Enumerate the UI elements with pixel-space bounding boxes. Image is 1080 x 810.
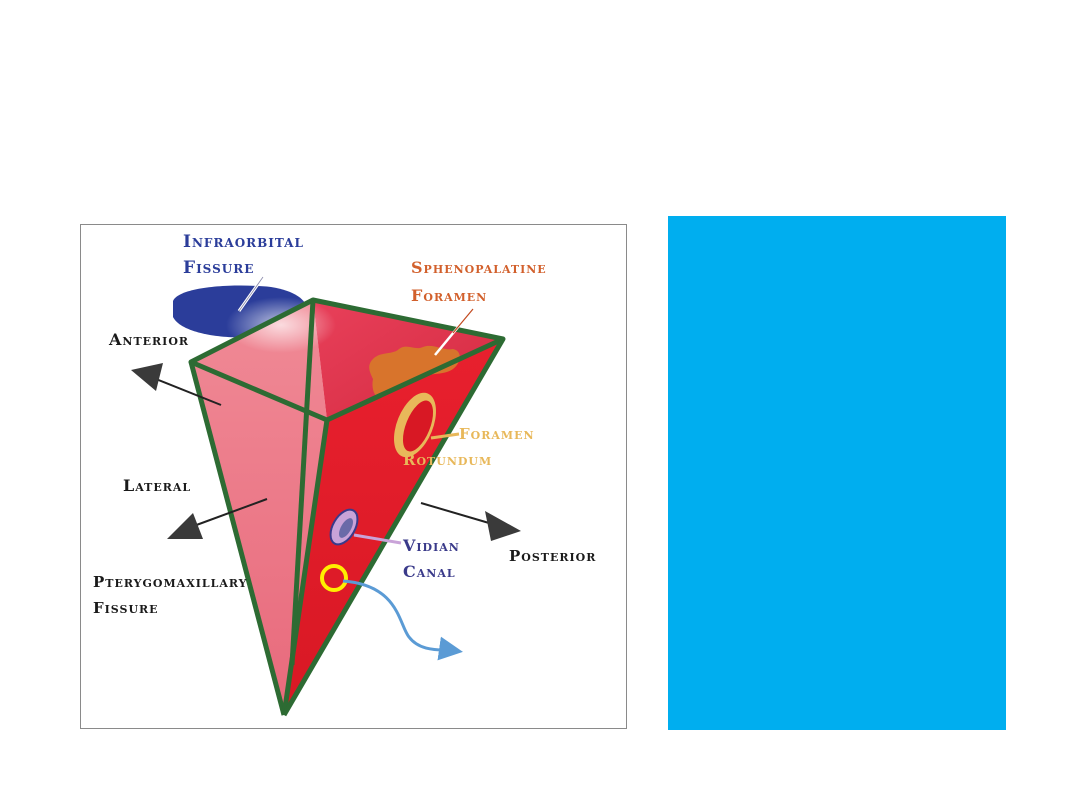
sphenopalatine-label-line1: Sphenopalatine [411,258,547,277]
fossa-diagram: Infraorbital Fissure Sphenopalatine Fora… [93,232,596,717]
pterygopalatine-fossa-figure: Infraorbital Fissure Sphenopalatine Fora… [80,224,627,729]
infraorbital-label-line1: Infraorbital [183,232,304,252]
infraorbital-label-line2: Fissure [183,258,254,278]
vidian-canal-label-line2: Canal [403,562,456,581]
foramen-rotundum-leader [430,432,460,440]
vidian-canal-label-line1: Vidian [402,536,460,555]
sphenopalatine-leader-accent [452,308,474,334]
sphenopalatine-label-line2: Foramen [411,286,487,305]
blue-text-panel [668,216,1006,730]
pterygomaxillary-label-line1: Pterygomaxillary [93,573,248,591]
pathway-arrow [342,579,463,661]
foramen-rotundum-label-line1: Foramen [459,425,535,443]
sphenopalatine-foramen-shape [369,345,460,398]
anterior-label: Anterior [108,330,189,349]
highlight-ring [320,564,348,592]
foramen-rotundum-label-line2: Rotundum [403,451,492,469]
lateral-arrow [167,498,268,539]
lateral-label: Lateral [123,476,191,495]
infraorbital-leader-outline [238,276,264,312]
anterior-arrow [131,363,222,406]
vidian-canal-leader [353,533,402,545]
pterygomaxillary-label-line2: Fissure [93,599,159,617]
foramen-rotundum-shape [394,392,436,458]
posterior-label: Posterior [509,547,596,565]
posterior-arrow [420,502,521,541]
vidian-canal-shape [329,508,359,546]
pyramid-edges [188,297,506,717]
